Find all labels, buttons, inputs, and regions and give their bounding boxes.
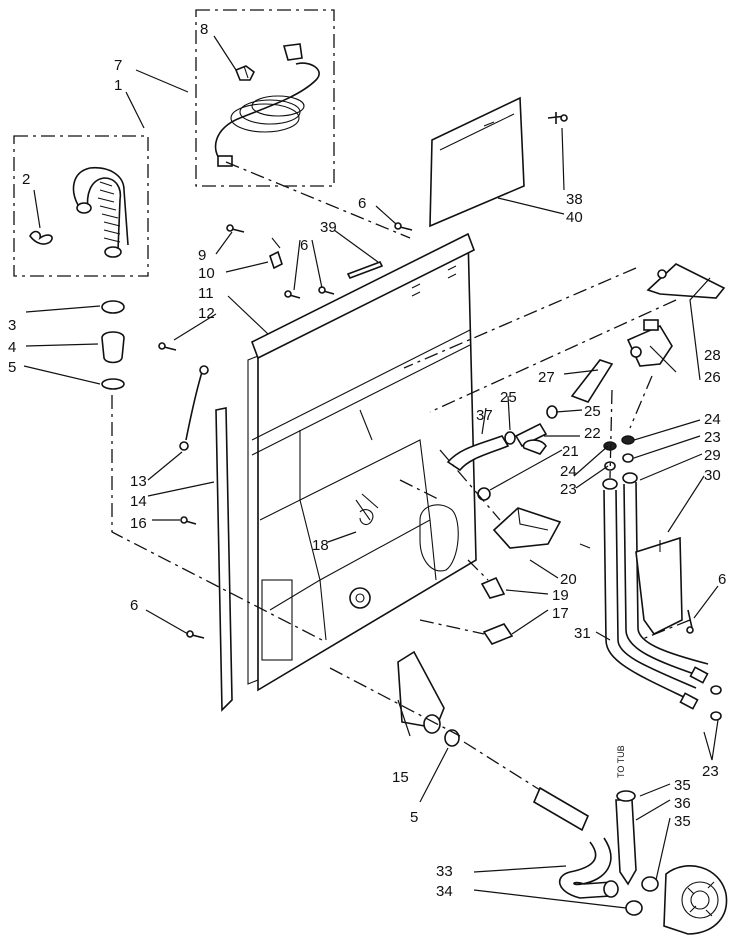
- label-23: 23: [702, 763, 719, 780]
- cord-strain-relief: [234, 65, 256, 81]
- hose-clip: [29, 230, 53, 245]
- label-13: 13: [130, 473, 147, 490]
- label-40: 40: [566, 209, 583, 226]
- drain-hose-33: [559, 837, 619, 899]
- drain-tube-straight: [532, 786, 590, 832]
- cap-19: [480, 576, 506, 599]
- pump-bracket-20: [492, 507, 591, 549]
- label-6: 6: [358, 195, 366, 212]
- power-cord-box: [195, 9, 335, 187]
- rod-39: [346, 260, 384, 280]
- label-9: 9: [198, 247, 206, 264]
- label-11: 11: [198, 285, 214, 302]
- screw-6-low: [186, 630, 205, 639]
- label-16: 16: [130, 515, 147, 532]
- clip-10: [269, 237, 283, 270]
- side-trim-strip: [215, 407, 233, 712]
- label-17: 17: [552, 605, 569, 622]
- wire-clip-18: [359, 509, 374, 526]
- hose-fittings-25: [504, 405, 558, 445]
- washers-23: [710, 685, 722, 721]
- fill-hose-27: [570, 359, 614, 403]
- label-8: 8: [200, 21, 208, 38]
- inlet-hose-fittings: [602, 435, 638, 490]
- label-37: 37: [476, 407, 493, 424]
- label-28: 28: [704, 347, 721, 364]
- label-27: 27: [538, 369, 555, 386]
- screw-12: [158, 342, 177, 351]
- label-3: 3: [8, 317, 16, 334]
- screw-6-top: [394, 222, 413, 231]
- label-15: 15: [392, 769, 409, 786]
- clip-17: [482, 623, 514, 645]
- label-36: 36: [674, 795, 691, 812]
- label-35: 35: [674, 777, 691, 794]
- label-23: 23: [560, 481, 577, 498]
- screw-6-mid-a: [284, 290, 301, 299]
- label-5: 5: [410, 809, 418, 826]
- label-14: 14: [130, 493, 147, 510]
- label-1: 1: [114, 77, 122, 94]
- leader-arrows: [23, 35, 719, 909]
- label-5: 5: [8, 359, 16, 376]
- clamps-34-35: [625, 876, 659, 916]
- label-33: 33: [436, 863, 453, 880]
- label-38: 38: [566, 191, 583, 208]
- drain-tube-37: [446, 435, 510, 472]
- screw-9: [226, 224, 245, 233]
- label-6: 6: [718, 571, 726, 588]
- screw-6-right: [686, 609, 694, 634]
- to-tub-annotation: TO TUB: [616, 745, 626, 778]
- hose-kit-box: [13, 135, 149, 277]
- hose-36: [615, 790, 637, 886]
- clamp-3: [101, 300, 125, 314]
- label-29: 29: [704, 447, 721, 464]
- power-cord: [214, 43, 320, 167]
- label-24: 24: [560, 463, 577, 480]
- callout-labels: 7 1 2 3 4 5 8 6 38 40 39 6 9 10 11 12 13…: [8, 21, 726, 900]
- screw-38: [547, 112, 568, 124]
- water-valve-26: [626, 319, 673, 367]
- label-31: 31: [574, 625, 591, 642]
- label-25: 25: [584, 403, 601, 420]
- label-20: 20: [560, 571, 577, 588]
- top-cover-panel: [429, 96, 525, 228]
- reference-lines: [111, 161, 691, 791]
- screw-6-mid-b: [318, 286, 335, 295]
- label-35: 35: [674, 813, 691, 830]
- label-23: 23: [704, 429, 721, 446]
- hose-bracket-30: [635, 536, 683, 636]
- label-22: 22: [584, 425, 601, 442]
- screw-16: [180, 516, 197, 525]
- label-6: 6: [300, 237, 308, 254]
- label-2: 2: [22, 171, 30, 188]
- coupling-4: [101, 331, 125, 364]
- ground-wire-13: [179, 365, 209, 451]
- drain-hose-coil: [72, 166, 129, 258]
- label-4: 4: [8, 339, 16, 356]
- label-21: 21: [562, 443, 579, 460]
- label-34: 34: [436, 883, 453, 900]
- label-6: 6: [130, 597, 138, 614]
- label-24: 24: [704, 411, 721, 428]
- clamp-5: [101, 378, 125, 390]
- label-39: 39: [320, 219, 337, 236]
- label-25: 25: [500, 389, 517, 406]
- valve-part-22: [514, 422, 548, 455]
- label-18: 18: [312, 537, 329, 554]
- label-10: 10: [198, 265, 215, 282]
- label-26: 26: [704, 369, 721, 386]
- ring-21: [477, 487, 491, 501]
- pump-body: [663, 865, 728, 935]
- label-19: 19: [552, 587, 569, 604]
- label-12: 12: [198, 305, 215, 322]
- top-bracket-11: [250, 232, 476, 360]
- label-30: 30: [704, 467, 721, 484]
- inlet-hoses-31: [603, 481, 709, 710]
- label-7: 7: [114, 57, 122, 74]
- valve-bracket-28: [646, 263, 726, 299]
